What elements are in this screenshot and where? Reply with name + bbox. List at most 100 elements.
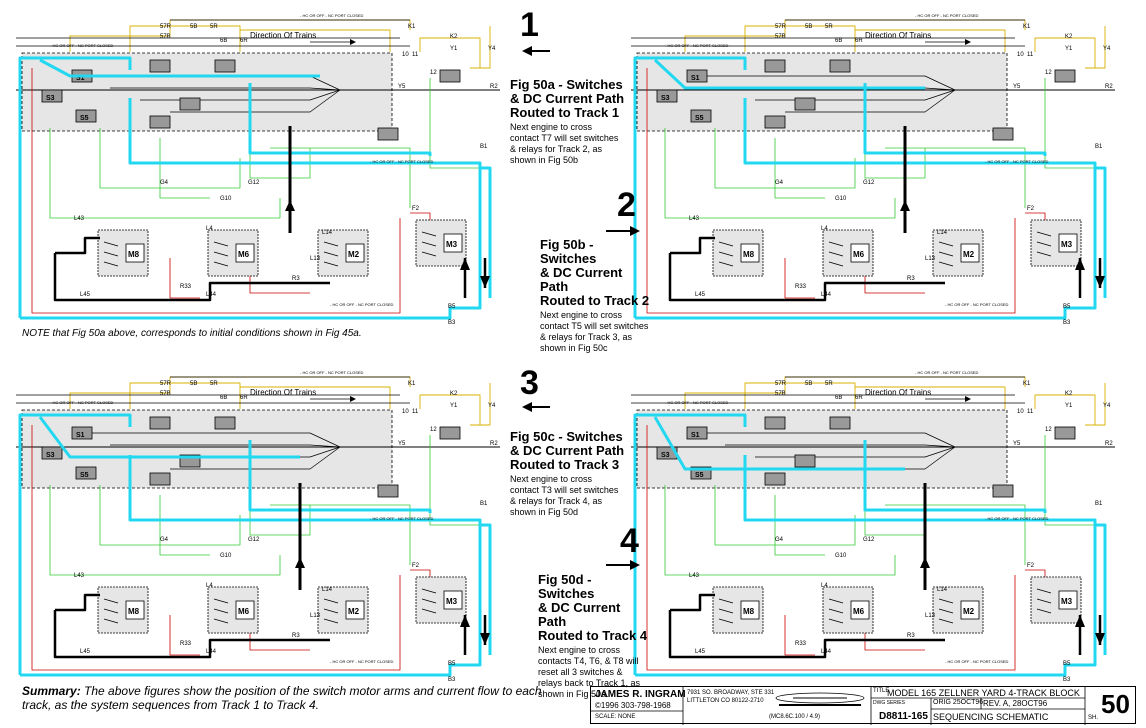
track-line bbox=[80, 432, 341, 448]
contact-label: 57B bbox=[775, 34, 786, 40]
switch-s3 bbox=[656, 89, 678, 103]
motor-m3-contact bbox=[1036, 231, 1052, 237]
contact-label: 57B bbox=[775, 391, 786, 397]
current-path bbox=[653, 416, 905, 471]
current-path bbox=[480, 166, 492, 298]
tb-address1: 7931 SO. BROADWAY, STE 331 bbox=[687, 690, 775, 696]
contact-label: G12 bbox=[863, 180, 875, 186]
heavy-path bbox=[53, 253, 330, 302]
contact-label: F2 bbox=[1027, 206, 1035, 212]
motor-m2-contact bbox=[938, 261, 954, 267]
heavy-arrow bbox=[1095, 633, 1105, 645]
heavy-arrow bbox=[920, 557, 930, 568]
switch-motor bbox=[829, 416, 851, 430]
motor-m3-contact bbox=[421, 241, 437, 247]
track-line bbox=[170, 446, 341, 470]
motor-m6-contact bbox=[828, 251, 844, 257]
contact-label: 57R bbox=[775, 381, 787, 387]
wire-green bbox=[99, 128, 241, 189]
switch-motor bbox=[764, 59, 786, 73]
tb-dwg: D8811-165 bbox=[879, 711, 928, 722]
contact-label: 10 bbox=[402, 409, 409, 415]
contact-label: 6B bbox=[220, 395, 227, 401]
contact-label: G10 bbox=[835, 553, 847, 559]
current-path bbox=[635, 455, 1097, 677]
current-path bbox=[633, 413, 747, 675]
contact-label: B1 bbox=[480, 144, 488, 150]
contact-label: L4 bbox=[206, 226, 213, 232]
contact-label: B1 bbox=[1095, 501, 1103, 507]
contact-label: L45 bbox=[695, 649, 706, 655]
switch-s5 bbox=[690, 109, 712, 123]
current-path bbox=[1095, 166, 1107, 298]
tb-fine: (MC8.6C.100 / 4.9) bbox=[769, 714, 821, 720]
relay-k bbox=[439, 69, 461, 83]
motor-m8-contact bbox=[718, 618, 734, 624]
motor-m6-coil bbox=[850, 600, 870, 620]
contact-label: L44 bbox=[206, 292, 217, 298]
summary-text: Summary: The above figures show the posi… bbox=[22, 684, 542, 712]
contact-label: 6R bbox=[240, 38, 248, 44]
track-line bbox=[725, 444, 956, 448]
motor-m8-contact bbox=[103, 598, 119, 604]
contact-label: 5B bbox=[190, 381, 197, 387]
wire-yellow bbox=[419, 394, 481, 425]
contact-label: R33 bbox=[180, 284, 192, 290]
motor-m6-coil bbox=[235, 243, 255, 263]
wire-yellow bbox=[744, 382, 856, 409]
title-block: JAMES R. INGRAM ©1996 303-798-1968 SCALE… bbox=[590, 686, 1136, 725]
motor-m2-contact bbox=[323, 608, 339, 614]
motor-m2-contact bbox=[323, 598, 339, 604]
switch-s5-label: S5 bbox=[695, 115, 704, 122]
contact-label: 5B bbox=[190, 24, 197, 30]
switch-s3 bbox=[41, 446, 63, 460]
tb-rev: REV. A, 28OCT96 bbox=[983, 699, 1048, 708]
current-path bbox=[653, 58, 925, 90]
switch-s1 bbox=[686, 69, 708, 83]
fine-print: - HC OR OFF - NC PORT CLOSED bbox=[985, 159, 1049, 164]
contact-label: R3 bbox=[907, 633, 915, 639]
contact-label: 11 bbox=[412, 52, 419, 58]
track-line bbox=[110, 444, 341, 448]
step-arrow-1 bbox=[522, 46, 550, 56]
wire-yellow bbox=[240, 29, 391, 52]
wire-yellow bbox=[744, 25, 856, 52]
wire-green bbox=[885, 504, 1026, 565]
contact-label: G4 bbox=[160, 180, 169, 186]
contact-label: L13 bbox=[310, 256, 321, 262]
switch-s5-label: S5 bbox=[80, 115, 89, 122]
contact-label: R33 bbox=[180, 641, 192, 647]
contact-label: L14 bbox=[322, 230, 333, 236]
switch-s1-label: S1 bbox=[76, 75, 85, 82]
motor-m8-contact bbox=[718, 608, 734, 614]
motor-m2-contact bbox=[938, 241, 954, 247]
contact-label: L13 bbox=[310, 613, 321, 619]
wire-red bbox=[646, 425, 1016, 671]
contact-label: 11 bbox=[1027, 52, 1034, 58]
tb-title-label: TITLE bbox=[873, 688, 890, 694]
contact-label: L4 bbox=[206, 583, 213, 589]
motor-m8-contact bbox=[103, 241, 119, 247]
wire-yellow bbox=[1034, 37, 1096, 68]
current-path bbox=[39, 58, 320, 78]
contact-label: 5R bbox=[825, 381, 833, 387]
contact-label: Y1 bbox=[1065, 46, 1073, 52]
motor-m3-contact bbox=[421, 588, 437, 594]
track-line bbox=[785, 89, 956, 113]
wire-green bbox=[714, 128, 856, 189]
switch-motor bbox=[794, 97, 816, 111]
fine-print: - HC OR OFF - NC PORT CLOSED bbox=[50, 43, 114, 48]
motor-m6-label: M6 bbox=[853, 250, 865, 259]
motor-m8-contact bbox=[718, 261, 734, 267]
motor-m2-label: M2 bbox=[963, 607, 975, 616]
contact-label: L45 bbox=[695, 292, 706, 298]
contact-label: 11 bbox=[1027, 409, 1034, 415]
motor-m6-label: M6 bbox=[853, 607, 865, 616]
contact-label: Y1 bbox=[450, 46, 458, 52]
contact-label: Y5 bbox=[398, 84, 406, 90]
wire-yellow bbox=[1034, 394, 1096, 425]
current-path bbox=[1095, 523, 1107, 655]
motor-m3-label: M3 bbox=[446, 240, 458, 249]
wire-yellow bbox=[855, 386, 1006, 409]
